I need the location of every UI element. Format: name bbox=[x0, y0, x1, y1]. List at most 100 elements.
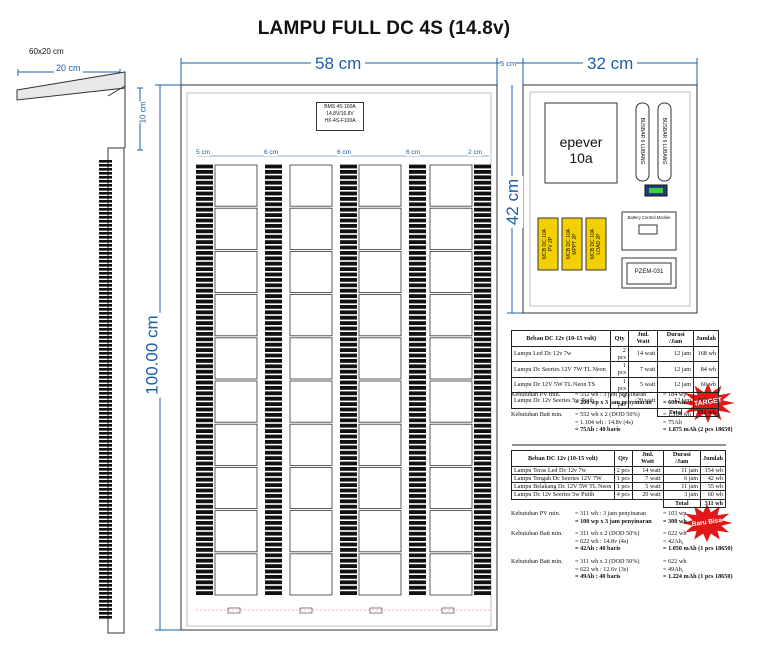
pole-cell bbox=[99, 244, 112, 247]
cell-group-box bbox=[214, 337, 258, 380]
pole-cell bbox=[99, 200, 112, 203]
cell-group-box bbox=[289, 337, 333, 380]
battery-cell bbox=[474, 180, 491, 185]
battery-cell bbox=[265, 575, 282, 579]
battery-cell bbox=[409, 440, 426, 444]
battery-cell bbox=[265, 531, 282, 536]
battery-cell bbox=[340, 364, 357, 369]
battery-cell bbox=[409, 504, 426, 509]
battery-cell bbox=[474, 353, 491, 358]
mcb-load-label: MCB DC 10A LOAD 2P bbox=[590, 218, 602, 270]
pole-cell bbox=[99, 340, 112, 343]
pole-cell bbox=[99, 432, 112, 435]
battery-cell bbox=[340, 521, 357, 525]
battery-cell bbox=[196, 564, 213, 568]
pole-cell bbox=[99, 468, 112, 471]
mcb-mppt-line-2: MPPT 2P bbox=[572, 233, 578, 255]
pole-cell bbox=[99, 180, 112, 183]
battery-cell bbox=[196, 197, 213, 201]
battery-cell bbox=[409, 353, 426, 358]
side-size-label: 60x20 cm bbox=[29, 47, 64, 56]
table2-cell: 4 pcs bbox=[613, 490, 633, 500]
cell-group-box bbox=[358, 337, 402, 380]
battery-cell bbox=[474, 434, 491, 439]
pole-cell bbox=[99, 220, 112, 223]
battery-cell bbox=[196, 305, 213, 309]
battery-cell bbox=[474, 207, 491, 212]
pole-cell bbox=[99, 372, 112, 375]
battery-cell bbox=[196, 240, 213, 244]
pole-cell bbox=[99, 612, 112, 615]
battery-cell bbox=[409, 591, 426, 595]
battery-cell bbox=[196, 472, 213, 477]
battery-cell bbox=[265, 391, 282, 396]
battery-cell bbox=[340, 272, 357, 277]
battery-cell bbox=[340, 348, 357, 352]
battery-cell bbox=[265, 315, 282, 320]
cell-group-box bbox=[358, 553, 402, 596]
pole-cell bbox=[99, 300, 112, 303]
table2-header: Qty bbox=[613, 450, 633, 467]
battery-cell bbox=[340, 288, 357, 293]
calc2-label: Kebutuhan Batt min. bbox=[511, 557, 563, 565]
pole-cell bbox=[99, 540, 112, 543]
cell-group-box bbox=[429, 207, 473, 250]
calc-block-2: Kebutuhan PV min.= 311 wh : 3 jam penyin… bbox=[511, 510, 743, 586]
pole-cell bbox=[99, 396, 112, 399]
battery-cell bbox=[265, 510, 282, 514]
cell-group-box bbox=[429, 337, 473, 380]
battery-cell bbox=[474, 477, 491, 482]
battery-cell bbox=[340, 229, 357, 234]
calc1-line: Kebutuhan Batt min.= 552 wh x 2 (DOD 50%… bbox=[511, 411, 721, 419]
spacing-label-1: 5 cm bbox=[196, 149, 211, 156]
pole-cell-strip bbox=[99, 160, 112, 619]
pole-cell bbox=[99, 168, 112, 171]
battery-cell bbox=[265, 456, 282, 460]
battery-cell bbox=[409, 569, 426, 574]
pole-cell bbox=[99, 492, 112, 495]
battery-cell bbox=[474, 450, 491, 455]
battery-cell bbox=[265, 542, 282, 547]
pole-cell bbox=[99, 504, 112, 507]
calc2-line: = 49Ah : 40 baris= 1.224 mAh (1 pcs 1865… bbox=[511, 573, 743, 581]
battery-cell bbox=[340, 175, 357, 180]
battery-cell bbox=[196, 450, 213, 455]
battery-cell bbox=[340, 423, 357, 428]
battery-cell bbox=[196, 369, 213, 374]
pole-cell bbox=[99, 548, 112, 551]
battery-cell bbox=[196, 251, 213, 255]
battery-cell bbox=[265, 450, 282, 455]
battery-cell bbox=[196, 380, 213, 385]
pole-cell bbox=[99, 196, 112, 199]
battery-cell bbox=[474, 445, 491, 450]
battery-cell bbox=[196, 234, 213, 239]
battery-cell bbox=[409, 218, 426, 223]
spacing-label-3: 6 cm bbox=[337, 149, 352, 156]
battery-cell bbox=[340, 504, 357, 509]
cell-group-box bbox=[289, 164, 333, 207]
battery-cell bbox=[265, 504, 282, 509]
battery-cell bbox=[474, 321, 491, 325]
battery-cell bbox=[265, 580, 282, 585]
battery-cell bbox=[409, 499, 426, 504]
battery-cell bbox=[340, 359, 357, 363]
pole-cell bbox=[99, 588, 112, 591]
battery-cell bbox=[265, 407, 282, 412]
battery-cell bbox=[409, 272, 426, 277]
battery-cell bbox=[409, 283, 426, 288]
pole-cell bbox=[99, 464, 112, 467]
cell-group-box bbox=[358, 423, 402, 466]
calc2-result: = 622 wh bbox=[663, 530, 687, 538]
battery-cell bbox=[196, 283, 213, 288]
battery-cell bbox=[196, 213, 213, 217]
battery-cell bbox=[409, 229, 426, 234]
battery-cell bbox=[196, 575, 213, 579]
battery-cell bbox=[196, 423, 213, 428]
battery-cell bbox=[474, 278, 491, 282]
battery-cell bbox=[340, 429, 357, 433]
table1-cell: 12 jam bbox=[657, 345, 695, 363]
battery-cell bbox=[265, 202, 282, 207]
battery-cell bbox=[340, 369, 357, 374]
calc1-result: = 1.875 mAh (2 pcs 18650) bbox=[663, 426, 733, 434]
